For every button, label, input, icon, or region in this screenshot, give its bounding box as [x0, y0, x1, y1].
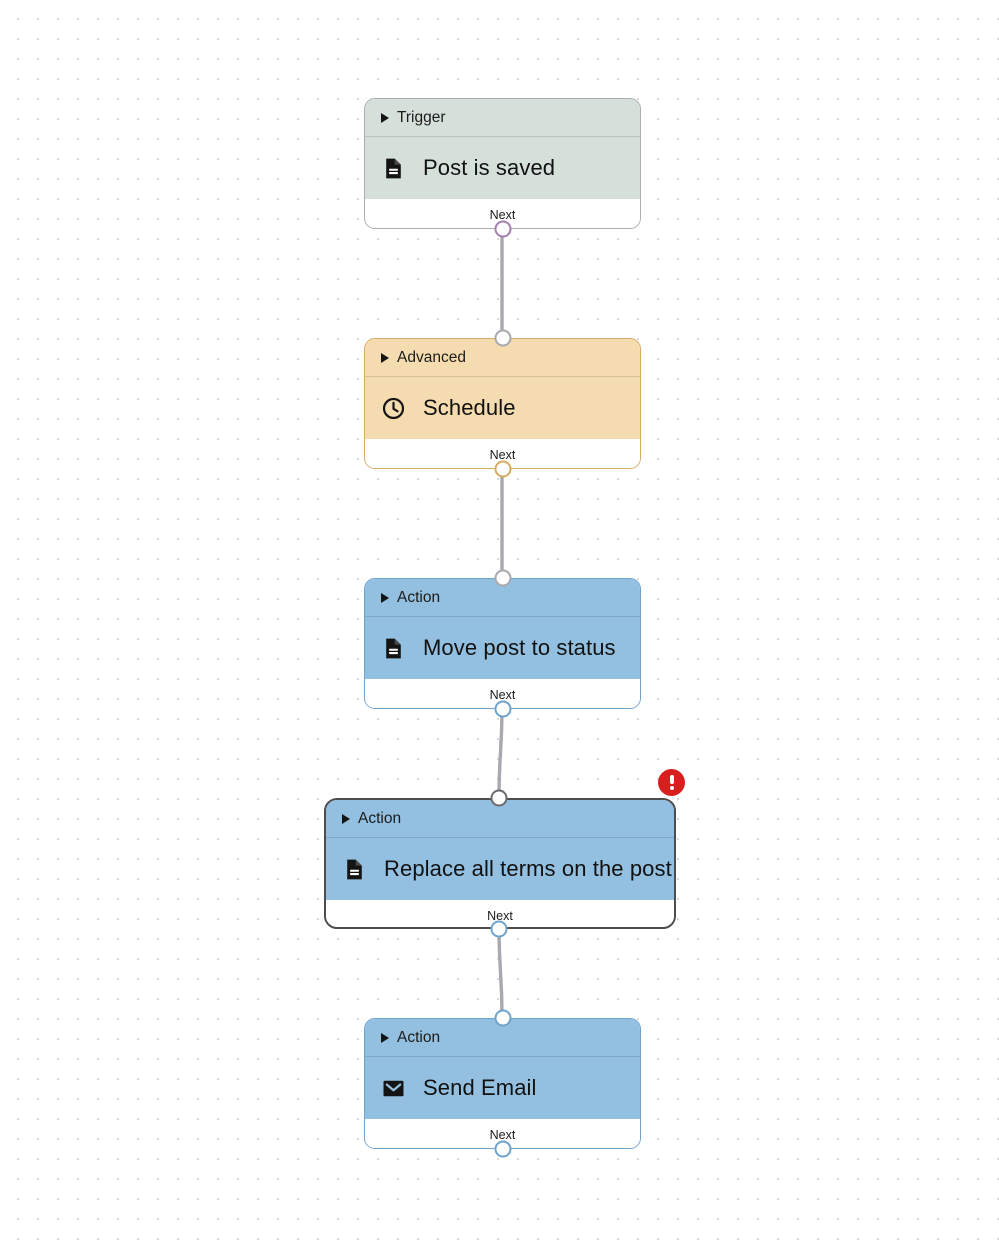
collapse-triangle-icon[interactable] [381, 112, 389, 123]
node-body-action-send-email[interactable]: Send Email [365, 1057, 640, 1119]
node-header-trigger-post-is-saved[interactable]: Trigger [365, 99, 640, 137]
envelope-icon [383, 1080, 404, 1096]
collapse-triangle-icon[interactable] [381, 1032, 389, 1043]
node-body-action-move-post-to-status[interactable]: Move post to status [365, 617, 640, 679]
node-next-footer[interactable]: Next [365, 199, 640, 228]
node-input-port-action-replace-all-terms-on-the-post[interactable] [490, 789, 508, 807]
node-next-label: Next [489, 1127, 516, 1142]
document-icon [347, 859, 362, 879]
edge-move-post-to-replace-terms[interactable] [497, 705, 504, 800]
node-body-trigger-post-is-saved[interactable]: Post is saved [365, 137, 640, 199]
node-category-label: Action [358, 809, 402, 827]
node-output-port-action-move-post-to-status[interactable] [494, 700, 511, 718]
node-header-action-move-post-to-status[interactable]: Action [365, 579, 640, 617]
node-input-port-advanced-schedule[interactable] [494, 329, 511, 347]
node-output-port-action-send-email[interactable] [494, 1140, 511, 1158]
node-title: Move post to status [423, 635, 616, 660]
exclamation-glyph [669, 774, 674, 791]
node-title: Schedule [423, 395, 516, 420]
node-category-label: Action [397, 1028, 441, 1046]
document-icon [386, 638, 401, 658]
edge-replace-terms-to-send-email[interactable] [497, 925, 504, 1020]
error-exclamation-icon[interactable] [658, 769, 685, 796]
node-next-label: Next [489, 207, 516, 222]
document-icon [386, 158, 401, 178]
clock-icon [382, 397, 405, 419]
node-category-label: Trigger [397, 108, 446, 126]
node-title: Send Email [423, 1075, 537, 1100]
node-next-label: Next [489, 447, 516, 462]
node-title: Replace all terms on the post [384, 856, 672, 881]
node-input-port-action-move-post-to-status[interactable] [494, 569, 511, 587]
node-next-label: Next [489, 687, 516, 702]
node-next-label: Next [487, 908, 513, 923]
collapse-triangle-icon[interactable] [381, 352, 389, 363]
collapse-triangle-icon[interactable] [342, 813, 350, 824]
collapse-triangle-icon[interactable] [381, 592, 389, 603]
node-title: Post is saved [423, 155, 556, 180]
node-output-port-trigger-post-is-saved[interactable] [494, 220, 511, 238]
node-body-action-replace-all-terms-on-the-post[interactable]: Replace all terms on the post [326, 838, 674, 900]
node-output-port-action-replace-all-terms-on-the-post[interactable] [490, 920, 508, 938]
node-category-label: Action [397, 588, 441, 606]
node-input-port-action-send-email[interactable] [494, 1009, 511, 1027]
node-body-advanced-schedule[interactable]: Schedule [365, 377, 640, 439]
node-category-label: Advanced [397, 348, 466, 366]
node-output-port-advanced-schedule[interactable] [494, 460, 511, 478]
